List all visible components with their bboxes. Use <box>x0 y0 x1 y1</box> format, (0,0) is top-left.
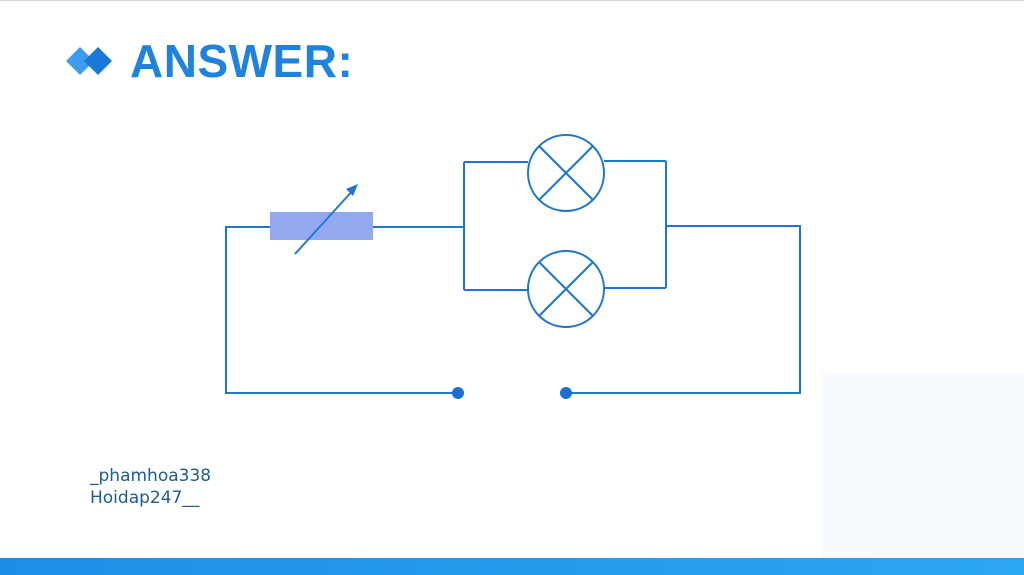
variable-resistor-icon <box>270 184 373 255</box>
switch-terminal-icon <box>452 387 464 399</box>
wire-right <box>566 225 801 394</box>
watermark-line-1: _phamhoa338 <box>90 466 212 486</box>
lamp-symbol-icon <box>527 250 605 328</box>
answer-title: ANSWER: <box>130 35 354 87</box>
corner-panel <box>822 372 1024 562</box>
answer-header: ANSWER: <box>66 38 353 84</box>
watermark: _phamhoa338 Hoidap247__ <box>90 465 211 509</box>
double-diamond-icon <box>66 47 112 75</box>
lamp-symbol-icon <box>527 134 605 212</box>
watermark-line-2: Hoidap247__ <box>90 488 200 508</box>
top-divider <box>0 0 1024 1</box>
wire-left <box>225 226 458 394</box>
switch-terminal-icon <box>560 387 572 399</box>
bottom-band <box>0 558 1024 575</box>
